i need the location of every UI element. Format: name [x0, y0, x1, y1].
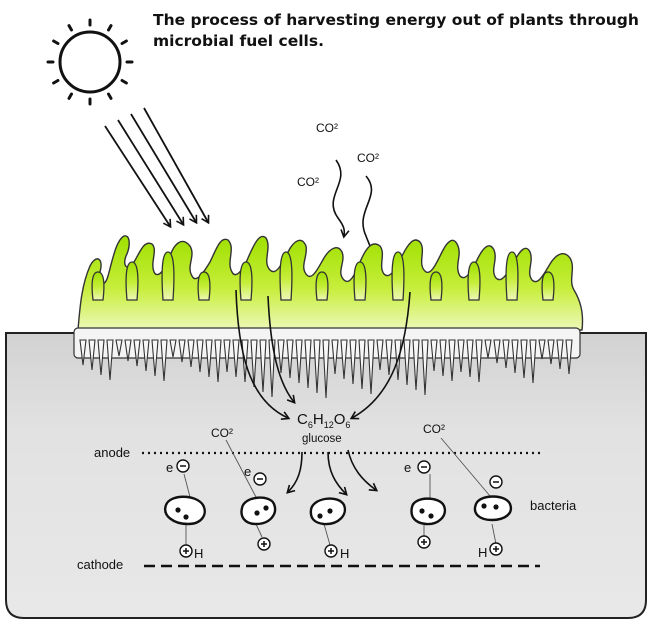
proton-3: H [324, 544, 349, 561]
cathode: cathode [77, 557, 540, 572]
electron-2: e [244, 464, 267, 486]
glucose-h: H [313, 411, 324, 428]
glucose-c: C [297, 411, 308, 428]
photosynthesis-arrows [235, 289, 411, 420]
soil-container [5, 332, 647, 619]
co2-soil-right: CO² [423, 422, 445, 436]
plant-moss [77, 235, 584, 331]
co2-arrows [332, 159, 378, 261]
electron-4 [489, 475, 503, 489]
glucose-o-sub: 6 [345, 420, 350, 430]
svg-text:H: H [194, 546, 203, 561]
svg-text:e: e [404, 460, 411, 475]
glucose-c-sub: 6 [308, 420, 313, 430]
bacterium-1 [164, 495, 206, 526]
electron-3: e [404, 460, 431, 475]
sunlight-arrows [104, 107, 210, 229]
bacteria-group [164, 495, 513, 526]
anode-label: anode [94, 445, 130, 460]
plus-circle-icon [257, 537, 271, 551]
connector-lines [183, 437, 497, 546]
plus-circle-icon [417, 535, 431, 549]
glucose-label: glucose [302, 433, 342, 445]
co2-soil-left: CO² [211, 426, 233, 440]
diagram-title: The process of harvesting energy out of … [153, 11, 639, 50]
anode: anode [94, 445, 540, 460]
proton-2 [257, 537, 271, 551]
bacterium-2 [240, 496, 277, 526]
svg-text:e: e [166, 460, 173, 475]
root-band [73, 327, 581, 399]
cathode-label: cathode [77, 557, 123, 572]
minus-circle-icon [489, 475, 503, 489]
glucose-o: O [334, 411, 346, 428]
bacterium-5 [473, 495, 513, 522]
co2-label-left: CO² [297, 175, 319, 189]
glucose-to-bacteria-arrows [286, 449, 379, 496]
proton-4 [417, 535, 431, 549]
bacterium-4 [410, 497, 447, 526]
protons: H H H [179, 535, 503, 561]
glucose-h-sub: 12 [324, 420, 334, 430]
plus-circle-icon [324, 544, 338, 558]
svg-text:e: e [244, 464, 251, 479]
minus-circle-icon [253, 472, 267, 486]
plus-circle-icon [179, 544, 193, 558]
svg-text:H: H [478, 545, 487, 560]
bacteria-label: bacteria [530, 498, 577, 513]
bacterium-3 [309, 497, 347, 526]
electron-1: e [166, 459, 190, 475]
glucose-formula: C6H12O6 glucose [297, 411, 350, 445]
sun-icon [46, 18, 134, 106]
proton-1: H [179, 544, 203, 561]
svg-text:H: H [340, 546, 349, 561]
co2-label-right: CO² [357, 151, 379, 165]
electrons: e e e [166, 459, 503, 489]
minus-circle-icon [176, 459, 190, 473]
svg-text:C6H12O6: C6H12O6 [297, 411, 350, 430]
co2-label-top: CO² [316, 121, 338, 135]
minus-circle-icon [417, 460, 431, 474]
plus-circle-icon [489, 542, 503, 556]
proton-5: H [478, 542, 503, 560]
